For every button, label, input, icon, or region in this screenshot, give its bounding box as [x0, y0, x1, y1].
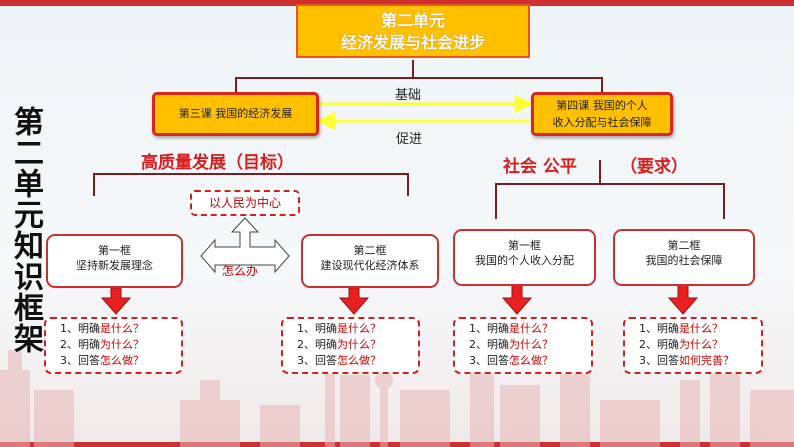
question-box-3: 1、明确是什么？ 2、明确为什么？ 3、回答怎么做？	[453, 317, 593, 374]
frame-2-subtitle: 建设现代化经济体系	[320, 259, 420, 272]
frame-box-2: 第二框 建设现代化经济体系	[301, 234, 439, 288]
people-centered-box: 以人民为中心	[190, 190, 300, 216]
question-4-how: 3、回答如何完善？	[639, 354, 734, 367]
question-3-how: 3、回答怎么做？	[469, 354, 553, 367]
frame-3-subtitle: 我国的个人收入分配	[475, 254, 574, 267]
lesson-4-box: 第四课 我国的个人 收入分配与社会保障	[531, 92, 673, 136]
lesson-3-label: 第三课 我国的经济发展	[178, 107, 293, 120]
people-centered-label: 以人民为中心	[208, 196, 281, 210]
question-4-what: 1、明确是什么？	[639, 322, 723, 335]
question-4-why: 2、明确为什么？	[639, 338, 723, 351]
frame-box-3: 第一框 我国的个人收入分配	[453, 229, 596, 286]
right-goal-label-b: （要求）	[620, 157, 688, 177]
lesson-4-line1: 第四课 我国的个人	[556, 99, 648, 112]
question-2-why: 2、明确为什么？	[297, 338, 381, 351]
frame-box-1: 第一框 坚持新发展理念	[46, 234, 183, 288]
link-promote-label: 促进	[396, 132, 423, 147]
question-3-why: 2、明确为什么？	[469, 338, 553, 351]
link-foundation-label: 基础	[395, 88, 422, 103]
frame-4-title: 第二框	[667, 239, 701, 252]
question-3-what: 1、明确是什么？	[469, 322, 553, 335]
question-1-what: 1、明确是什么？	[60, 322, 144, 335]
right-goal-label-a: 社会 公平	[503, 157, 577, 177]
question-box-1: 1、明确是什么？ 2、明确为什么？ 3、回答怎么做？	[44, 317, 183, 374]
question-box-2: 1、明确是什么？ 2、明确为什么？ 3、回答怎么做？	[281, 317, 420, 374]
frame-4-subtitle: 我国的社会保障	[645, 254, 723, 267]
question-box-4: 1、明确是什么？ 2、明确为什么？ 3、回答如何完善？	[623, 317, 763, 374]
question-2-how: 3、回答怎么做？	[297, 354, 381, 367]
question-1-how: 3、回答怎么做？	[60, 354, 144, 367]
city-skyline-decoration	[0, 350, 794, 447]
frame-2-title: 第二框	[353, 244, 387, 257]
frame-1-subtitle: 坚持新发展理念	[76, 259, 153, 272]
unit-title-line2: 经济发展与社会进步	[340, 33, 485, 52]
frame-box-4: 第二框 我国的社会保障	[613, 229, 755, 286]
frame-3-title: 第一框	[508, 239, 541, 252]
left-goal-label: 高质量发展（目标）	[141, 153, 294, 173]
question-2-what: 1、明确是什么？	[297, 322, 381, 335]
unit-title-line1: 第二单元	[380, 11, 445, 30]
how-to-label: 怎么办	[222, 264, 259, 278]
lesson-3-box: 第三课 我国的经济发展	[152, 92, 319, 136]
frame-1-title: 第一框	[98, 244, 131, 257]
top-accent-bar	[0, 0, 794, 6]
bottom-accent-bar	[0, 442, 794, 447]
lesson-4-line2: 收入分配与社会保障	[552, 116, 652, 129]
side-title: 第二单元知识框架	[8, 106, 43, 354]
unit-title-box: 第二单元 经济发展与社会进步	[296, 4, 530, 58]
question-1-why: 2、明确为什么？	[60, 338, 144, 351]
